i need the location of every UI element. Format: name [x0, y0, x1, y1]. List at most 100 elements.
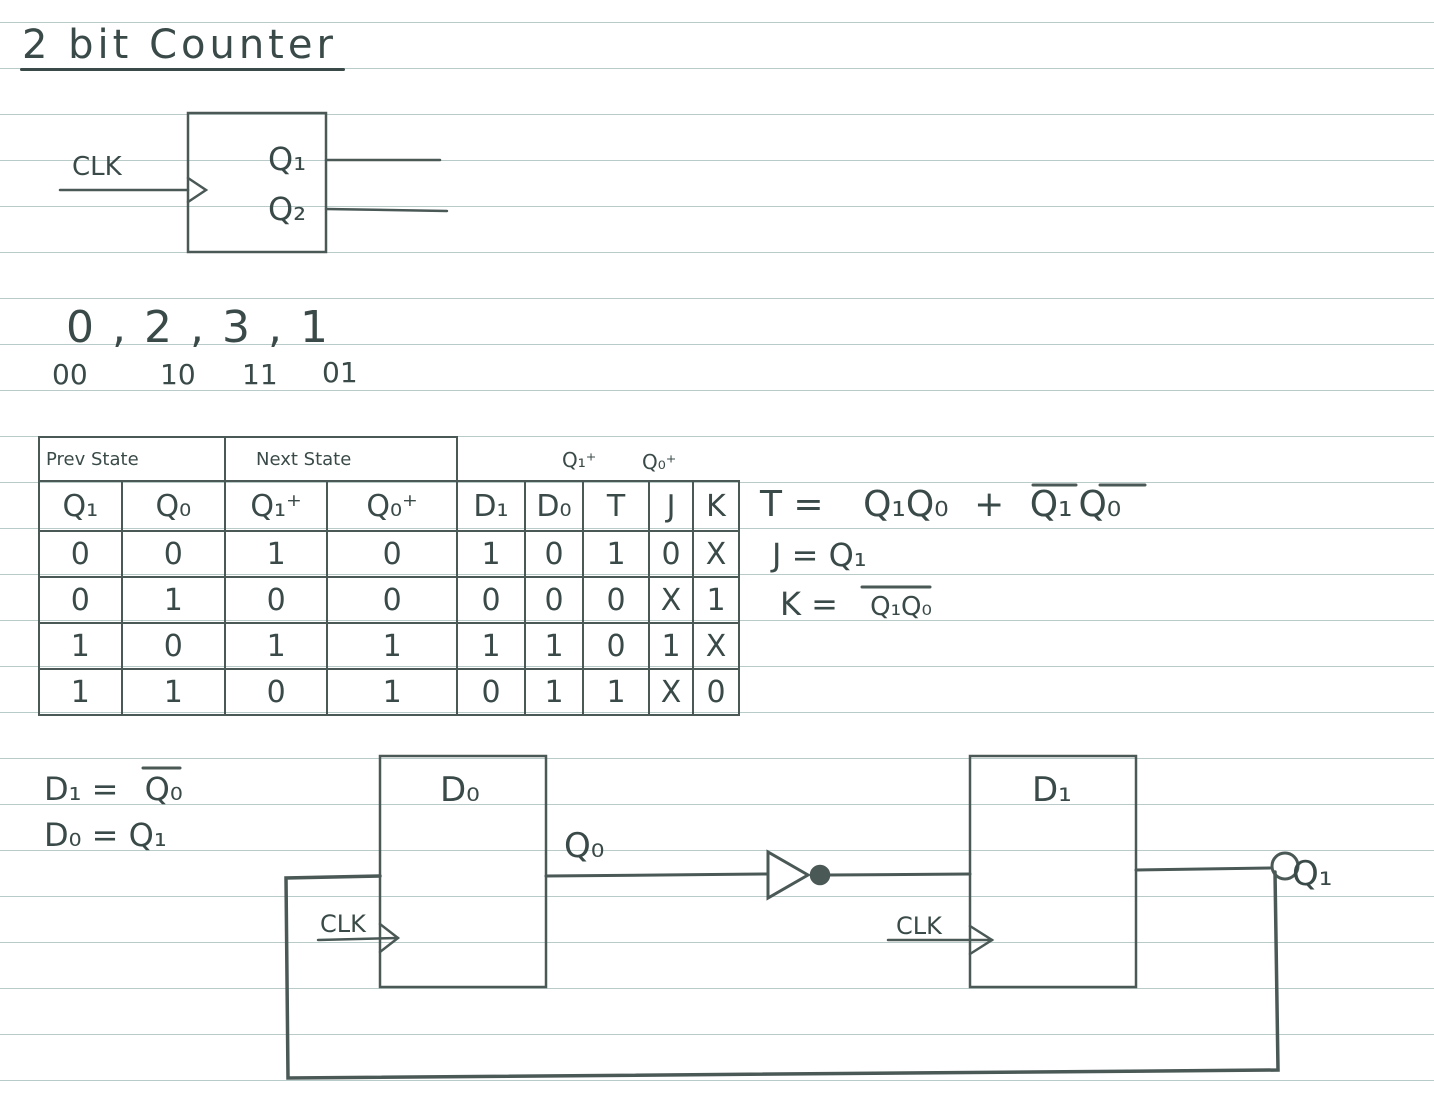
- inverter-bubble: [809, 864, 831, 886]
- cell: 1: [648, 622, 694, 670]
- d0-block-label: D₀: [440, 770, 480, 810]
- cell: 1: [223, 530, 329, 578]
- cell: 0: [582, 576, 650, 624]
- cell: 0: [223, 668, 329, 716]
- table-row: 0 1 0 0 0 0 0 X 1: [38, 576, 740, 624]
- extra-q1-plus-label: Q₁⁺: [562, 448, 597, 472]
- cell: X: [648, 668, 694, 716]
- clock-triangle: [186, 176, 209, 204]
- cell: 1: [120, 668, 227, 716]
- binary-00: 00: [52, 358, 88, 391]
- sep-3: ,: [268, 302, 284, 353]
- binary-01: 01: [322, 356, 358, 389]
- cell: 0: [524, 530, 584, 578]
- state-3: 3: [222, 302, 252, 353]
- cell: 0: [120, 622, 227, 670]
- cell: X: [648, 576, 694, 624]
- table-row: 0 0 1 0 1 0 1 0 X: [38, 530, 740, 578]
- t-term2a: Q₁: [1029, 484, 1073, 525]
- d1-clk-label: CLK: [896, 912, 942, 940]
- cell: 0: [120, 530, 227, 578]
- col-q0: Q₀: [120, 480, 227, 532]
- cell: 0: [582, 622, 650, 670]
- q2-label: Q₂: [268, 190, 307, 228]
- page-title: 2 bit Counter: [22, 22, 337, 68]
- cell: 0: [648, 530, 694, 578]
- state-2: 2: [144, 302, 174, 353]
- state-0: 0: [66, 302, 96, 353]
- inverter-triangle: [766, 849, 812, 901]
- col-q0-plus: Q₀⁺: [326, 480, 458, 532]
- q1-label: Q₁: [268, 140, 307, 178]
- d0-equation: D₀ = Q₁: [44, 816, 167, 854]
- sep-1: ,: [112, 302, 128, 353]
- t-term2b: Q₀: [1078, 484, 1122, 525]
- d0-clk-wire: [316, 936, 400, 942]
- sep-2: ,: [190, 302, 206, 353]
- cell: 0: [692, 668, 740, 716]
- q2-output-wire: [324, 207, 449, 213]
- binary-10: 10: [160, 358, 196, 391]
- cell: 0: [38, 576, 123, 624]
- counter-block: [186, 111, 328, 254]
- cell: 1: [326, 622, 458, 670]
- q1-output-label: Q₁: [1292, 854, 1333, 894]
- q1-wire: [1134, 866, 1272, 872]
- cell: 1: [524, 622, 584, 670]
- cell: 0: [223, 576, 329, 624]
- cell: 0: [456, 668, 526, 716]
- j-equation: J = Q₁: [772, 536, 867, 574]
- group-prev-state: Prev State: [38, 436, 226, 482]
- feedback-loop-wire: [284, 870, 1280, 1080]
- t-term1: Q₁Q₀: [863, 484, 949, 525]
- d1-lhs: D₁ =: [44, 770, 119, 808]
- col-d0: D₀: [524, 480, 584, 532]
- cell: 0: [524, 576, 584, 624]
- cell: 0: [456, 576, 526, 624]
- title-underline: [20, 68, 345, 71]
- group-next-state: Next State: [224, 436, 458, 482]
- cell: 1: [38, 668, 123, 716]
- col-t: T: [582, 480, 650, 532]
- col-q1-plus: Q₁⁺: [223, 480, 329, 532]
- d1-equation: D₁ = Q₀: [44, 770, 183, 808]
- state-1: 1: [300, 302, 330, 353]
- k-lhs: K =: [780, 585, 838, 623]
- cell: 1: [38, 622, 123, 670]
- extra-q0-plus-label: Q₀⁺: [642, 450, 677, 474]
- cell: 0: [326, 530, 458, 578]
- q0-wire-label: Q₀: [564, 826, 605, 866]
- t-lhs: T =: [760, 484, 824, 525]
- clk-label: CLK: [72, 152, 122, 182]
- q0-wire: [544, 872, 770, 878]
- cell: 1: [524, 668, 584, 716]
- cell: 1: [223, 622, 329, 670]
- cell: 1: [582, 530, 650, 578]
- col-d1: D₁: [456, 480, 526, 532]
- state-table: Prev State Next State Q₁ Q₀ Q₁⁺ Q₀⁺ D₁ D…: [38, 436, 740, 716]
- table-row: 1 1 0 1 0 1 1 X 0: [38, 668, 740, 716]
- d0-flipflop-block: [378, 754, 548, 989]
- cell: 0: [38, 530, 123, 578]
- inverter-to-d1-wire: [826, 872, 972, 877]
- cell: 1: [120, 576, 227, 624]
- cell: 1: [692, 576, 740, 624]
- col-j: J: [648, 480, 694, 532]
- k-equation: K = Q₁Q₀: [780, 585, 932, 623]
- d1-rhs: Q₀: [144, 770, 183, 808]
- col-q1: Q₁: [38, 480, 123, 532]
- binary-11: 11: [242, 358, 278, 391]
- q1-node: [1270, 851, 1300, 881]
- d0-clk-label: CLK: [320, 910, 366, 938]
- table-row: 1 0 1 1 1 1 0 1 X: [38, 622, 740, 670]
- cell: 1: [456, 530, 526, 578]
- cell: X: [692, 622, 740, 670]
- t-plus: +: [974, 484, 1005, 525]
- cell: 1: [456, 622, 526, 670]
- col-k: K: [692, 480, 740, 532]
- cell: 1: [326, 668, 458, 716]
- k-rhs: Q₁Q₀: [870, 592, 932, 622]
- cell: X: [692, 530, 740, 578]
